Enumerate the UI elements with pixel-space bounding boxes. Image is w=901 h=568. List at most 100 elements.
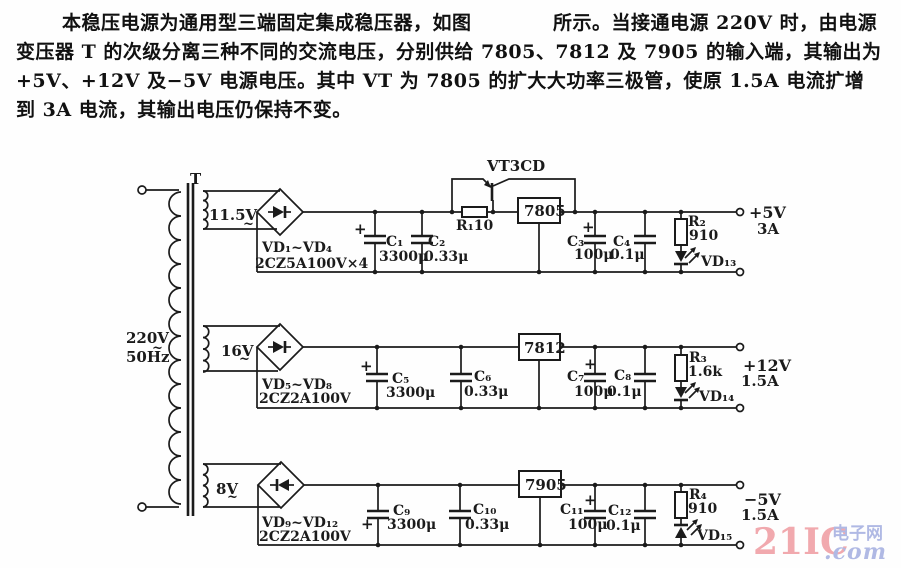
indicator-branch-1: R₂ 910 VD₁₃ (674, 212, 736, 272)
paragraph-line-1b: 所示。当接通电源 220V 时，由电源 (553, 12, 878, 34)
c9-name: C₉ (393, 503, 410, 519)
led-vd13-label: VD₁₃ (700, 254, 736, 270)
output1-current: 3A (757, 220, 779, 238)
regulator-7905-label: 7905 (525, 476, 567, 494)
capacitor-c5: + C₅ 3300μ (360, 347, 435, 408)
c8-name: C₈ (614, 368, 631, 384)
watermark-brand: 21IC (753, 521, 849, 563)
output1-positive-terminal (735, 207, 745, 217)
output1-voltage: +5V (749, 203, 787, 222)
primary-freq-label: 50Hz (126, 348, 170, 366)
c7-polarity: + (584, 355, 597, 373)
rail-plus5v: VD₁~VD₄ 2CZ5A100V×4 VT3CD R₁10 7805 (255, 157, 787, 277)
c3-name: C₃ (567, 234, 584, 250)
output3-negative-terminal (735, 480, 745, 490)
paragraph-line-2: 变压器 T 的次级分离三种不同的交流电压，分别供给 7805、7812 及 79… (16, 41, 882, 63)
led-vd14-icon (675, 387, 687, 398)
c2-name: C₂ (428, 234, 445, 250)
r3-value: 1.6k (688, 364, 722, 380)
pass-transistor: VT3CD (451, 157, 576, 212)
r4-value: 910 (688, 501, 717, 517)
bridge2-name: VD₅~VD₈ (261, 377, 332, 393)
winding2-tilde: ~ (239, 352, 250, 367)
bridge1-type: 2CZ5A100V×4 (255, 256, 369, 272)
bridge-rectifier-3 (256, 460, 306, 510)
c10-value: 0.33μ (465, 517, 509, 533)
c7-value: 100μ (574, 384, 613, 400)
led-vd14-label: VD₁₄ (698, 389, 734, 405)
secondary-coil-3 (202, 463, 209, 508)
led-vd15-icon (675, 527, 687, 538)
capacitor-c1: + C₁ 3300μ (354, 212, 428, 272)
winding1-voltage: 11.5V (209, 206, 258, 224)
c1-polarity: + (354, 220, 367, 238)
output2-return-terminal (735, 403, 745, 413)
bridge1-name: VD₁~VD₄ (261, 240, 332, 256)
c3-polarity: + (582, 218, 595, 236)
capacitor-c2: C₂ 0.33μ (411, 212, 468, 272)
c8-value: 0.1μ (607, 384, 642, 400)
transformer-label: T (190, 170, 202, 188)
c4-name: C₄ (613, 234, 630, 250)
winding2-voltage: 16V (221, 342, 254, 360)
capacitor-c3: + C₃ 100μ (567, 212, 613, 272)
transformer: T 220V ~ 50Hz 11.5V ~ 16V ~ 8V ~ (126, 170, 281, 516)
winding3-tilde: ~ (227, 490, 238, 505)
secondary-coil-2 (202, 325, 210, 373)
output3-current: 1.5A (741, 506, 779, 524)
watermark-domain: .com (824, 539, 887, 565)
c3-value: 100μ (574, 247, 613, 263)
resistor-r3 (674, 354, 688, 382)
led-vd15-label: VD₁₅ (696, 528, 732, 544)
bridge3-type: 2CZ2A100V (259, 529, 352, 545)
paragraph-line-3: +5V、+12V 及−5V 电源电压。其中 VT 为 7805 的扩大大功率三极… (16, 70, 865, 92)
primary-voltage-label: 220V (126, 329, 169, 347)
capacitor-c11: + C₁₁ 100μ (560, 485, 607, 545)
c4-value: 0.1μ (610, 247, 645, 263)
capacitor-c10: C₁₀ 0.33μ (449, 485, 509, 545)
paragraph-line-4: 到 3A 电流，其输出电压仍保持不变。 (16, 99, 352, 121)
c1-value: 3300μ (379, 249, 428, 265)
bridge2-type: 2CZ2A100V (259, 391, 352, 407)
winding3-voltage: 8V (216, 480, 238, 498)
c2-value: 0.33μ (424, 249, 468, 265)
resistor-r4 (674, 491, 688, 519)
capacitor-c7: + C₇ 100μ (567, 347, 613, 408)
ac-input-terminal-bottom (137, 502, 147, 512)
r3-name: R₃ (689, 350, 707, 366)
paragraph-line-1a: 本稳压电源为通用型三端固定集成稳压器，如图 (62, 12, 472, 34)
capacitor-c6: C₆ 0.33μ (450, 347, 508, 408)
rail-plus12v: VD₅~VD₈ 2CZ2A100V 7812 + C₅ 3300μ C₆ 0.3… (255, 322, 792, 413)
led-vd13-icon (675, 251, 687, 262)
output2-positive-terminal (735, 342, 745, 352)
c9-value: 3300μ (387, 517, 436, 533)
c11-value: 100μ (568, 517, 607, 533)
output1-return-terminal (735, 267, 745, 277)
c1-name: C₁ (386, 234, 403, 250)
output2-voltage: +12V (743, 356, 792, 375)
c12-name: C₁₂ (608, 503, 631, 519)
r2-name: R₂ (688, 214, 706, 230)
r2-value: 910 (689, 228, 718, 244)
c12-value: 0.1μ (606, 518, 641, 534)
watermark: 21IC 电子网 .com (753, 521, 887, 565)
rail-minus5v: VD₉~VD₁₂ 2CZ2A100V 7905 + C₉ 3300μ C₁₀ 0… (256, 460, 782, 550)
transistor-label: VT3CD (486, 157, 545, 175)
ac-tilde: ~ (152, 341, 163, 356)
c6-value: 0.33μ (464, 384, 508, 400)
output3-voltage: −5V (744, 490, 782, 509)
output3-return-terminal (735, 540, 745, 550)
resistor-r1-label: R₁10 (456, 218, 494, 234)
secondary-coil-1 (202, 190, 209, 230)
c11-polarity: + (584, 491, 597, 509)
regulator-7805-label: 7805 (524, 202, 566, 220)
capacitor-c8: C₈ 0.1μ (607, 347, 656, 408)
bridge3-diode-icon (278, 479, 289, 491)
bridge3-name: VD₉~VD₁₂ (261, 515, 338, 531)
regulator-7805-box (517, 197, 561, 224)
c5-polarity: + (360, 357, 373, 375)
r4-name: R₄ (689, 487, 707, 503)
emitter-arrow-icon (484, 180, 491, 188)
